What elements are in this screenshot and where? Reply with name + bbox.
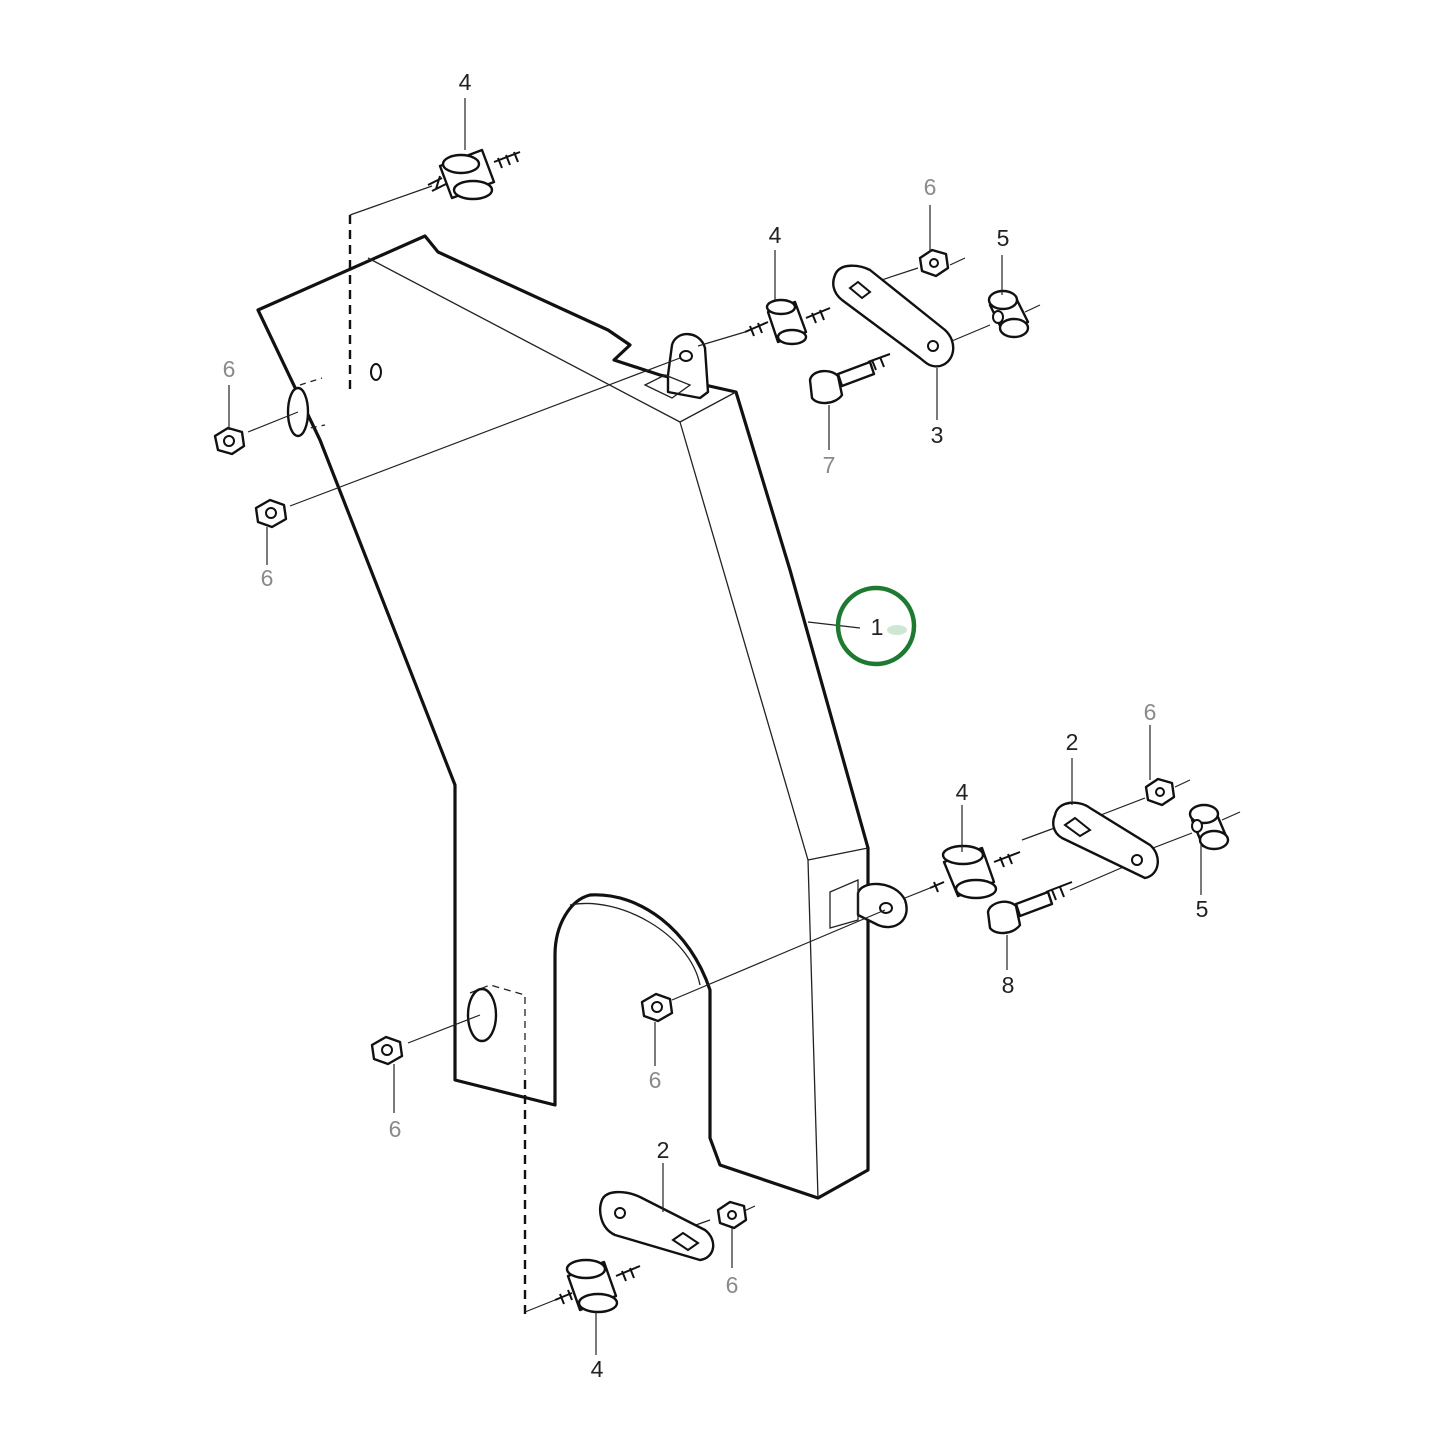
callout-6-upper-right: 6 xyxy=(924,174,937,200)
callout-2-right: 2 xyxy=(1066,729,1079,755)
callout-4-top: 4 xyxy=(459,69,472,95)
link-plate-2-right xyxy=(1052,801,1159,880)
rubber-mount-top xyxy=(427,148,521,201)
callout-6-bottom: 6 xyxy=(726,1272,739,1298)
nut-mid-left xyxy=(254,498,288,529)
bolt-8 xyxy=(986,881,1073,935)
nut-lower-center xyxy=(640,992,674,1023)
callout-6-lower-center: 6 xyxy=(649,1067,662,1093)
bolt-7 xyxy=(808,353,891,405)
callout-8: 8 xyxy=(1002,972,1015,998)
rubber-mount-upper-right xyxy=(744,298,831,346)
callout-4-upper-right: 4 xyxy=(769,222,782,248)
rubber-mount-bottom xyxy=(554,1258,641,1314)
link-plate-2-bottom xyxy=(599,1190,715,1262)
callout-6-lower-left: 6 xyxy=(389,1116,402,1142)
nut-top-left xyxy=(213,426,246,456)
callout-3: 3 xyxy=(931,422,944,448)
spacer-lower xyxy=(1188,803,1230,851)
callout-6-top-left: 6 xyxy=(223,356,236,382)
callout-leaders xyxy=(228,98,1202,1355)
callout-5-lower: 5 xyxy=(1196,896,1209,922)
link-plate-3 xyxy=(832,264,955,368)
callout-2-bottom: 2 xyxy=(657,1137,670,1163)
callout-6-lower-right: 6 xyxy=(1144,699,1157,725)
callout-4-bottom: 4 xyxy=(591,1356,604,1382)
callout-6-mid-left: 6 xyxy=(261,565,274,591)
nut-lower-left xyxy=(370,1035,404,1066)
nut-lower-right xyxy=(1144,777,1176,807)
highlight-circle xyxy=(835,585,917,667)
rubber-mount-lower-right xyxy=(929,844,1021,900)
callout-labels: 1 4 4 6 5 3 7 6 6 6 2 4 5 8 6 6 2 6 4 xyxy=(223,69,1209,1382)
nut-upper-right xyxy=(918,248,950,278)
highlight-mark xyxy=(887,625,907,635)
callout-4-lower-right: 4 xyxy=(956,779,969,805)
spacer-upper xyxy=(987,289,1030,339)
assembly-axis-lines xyxy=(247,185,1241,1315)
callout-7: 7 xyxy=(823,452,836,478)
callout-1: 1 xyxy=(871,614,884,640)
nut-bottom xyxy=(716,1200,748,1230)
callout-5-upper: 5 xyxy=(997,225,1010,251)
